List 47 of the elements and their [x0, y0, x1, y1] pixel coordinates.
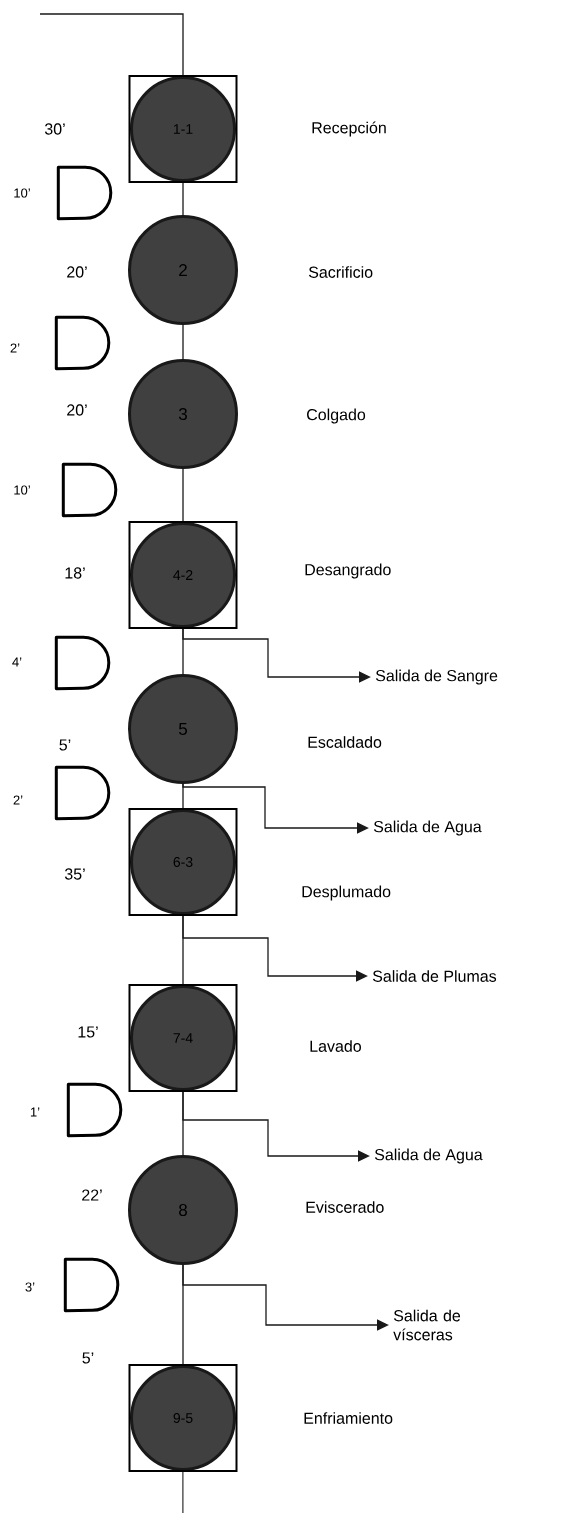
time-label: 10’ [14, 485, 30, 495]
time-label: 5’ [59, 739, 71, 751]
time-label: 35’ [64, 868, 85, 880]
step-label: Eviscerado [306, 1201, 384, 1213]
time-label: 10’ [14, 188, 30, 198]
arrow [182, 1091, 370, 1162]
output-label: Salida de Sangre [375, 669, 498, 685]
time-label: 22’ [82, 1189, 102, 1201]
arrow [182, 915, 368, 982]
delay-symbol [63, 1257, 120, 1313]
time-label: 2’ [13, 795, 23, 805]
step-label: Escaldado [308, 736, 382, 748]
output-label: Salida de vísceras [393, 1309, 461, 1341]
step-label: Enfriamiento [304, 1412, 393, 1424]
time-label: 20’ [67, 266, 87, 278]
output-label: Salida de Agua [373, 820, 482, 836]
step-label: Desplumado [302, 885, 391, 901]
connector-line [182, 324, 184, 360]
time-label: 2’ [10, 343, 20, 353]
step-label: Lavado [310, 1040, 361, 1052]
time-label: 5’ [82, 1352, 94, 1364]
output-label: Salida de Agua [374, 1148, 483, 1164]
time-label: 30’ [44, 123, 65, 135]
arrow [182, 783, 369, 834]
step-label: Recepción [312, 121, 386, 137]
time-label: 15’ [78, 1026, 98, 1038]
delay-symbol [61, 462, 118, 518]
time-label: 3’ [25, 1282, 35, 1292]
delay-symbol [56, 165, 113, 221]
time-label: 18’ [65, 567, 85, 579]
connector-line [182, 182, 184, 216]
delay-symbol [54, 315, 111, 371]
step-label: Colgado [307, 408, 366, 424]
step-label: Sacrificio [308, 266, 373, 278]
connector-line [182, 1471, 184, 1513]
connector-line [39, 13, 184, 76]
delay-symbol [66, 1082, 123, 1138]
time-label: 1’ [30, 1107, 40, 1117]
output-label: Salida de Plumas [372, 970, 497, 982]
connector-line [182, 468, 184, 522]
delay-symbol [54, 635, 111, 691]
delay-symbol [54, 765, 111, 821]
arrow [182, 628, 371, 683]
step-label: Desangrado [305, 563, 391, 579]
time-label: 4’ [12, 657, 22, 667]
arrow [182, 1264, 389, 1331]
time-label: 20’ [67, 404, 87, 416]
